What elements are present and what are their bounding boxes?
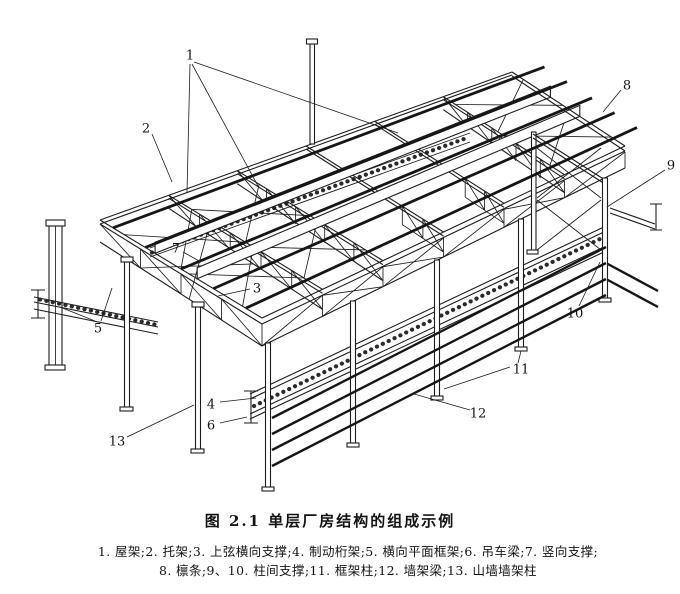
leader-line-10	[578, 261, 601, 307]
leader-line-11	[517, 350, 522, 364]
leader-line-12	[413, 393, 471, 411]
part-label-10: 10	[567, 307, 584, 322]
purlins	[112, 65, 638, 310]
crane-girder-back-end	[31, 289, 159, 335]
leader-line-3	[217, 288, 251, 297]
right-wall-bracing	[526, 131, 662, 309]
front-frame-columns	[261, 177, 612, 492]
back-corner-column	[44, 219, 66, 371]
leader-line-5	[59, 306, 96, 322]
wall-girts	[271, 245, 607, 468]
part-label-6: 6	[207, 419, 215, 434]
leader-line-11	[443, 366, 511, 390]
part-label-4: 4	[207, 398, 215, 413]
crane-girder-front	[244, 225, 607, 424]
part-label-5: 5	[94, 322, 102, 337]
vertical-bracing	[140, 233, 254, 300]
part-label-11: 11	[513, 363, 530, 378]
figure-legend-line-2: 8. 檩条;9、10. 柱间支撑;11. 框架柱;12. 墙架梁;13. 山墙墙…	[159, 563, 537, 578]
leader-line-5	[100, 287, 113, 322]
leader-line-4	[219, 397, 257, 403]
part-label-9: 9	[667, 159, 675, 174]
leader-line-1	[191, 63, 259, 187]
leader-line-9	[606, 169, 666, 208]
leader-line-7	[182, 251, 202, 263]
left-gable-band	[99, 219, 263, 347]
part-label-7: 7	[172, 242, 180, 257]
part-label-12: 12	[470, 407, 487, 422]
leader-line-1	[186, 63, 191, 194]
leader-line-8	[602, 89, 622, 113]
leader-line-6	[219, 416, 248, 424]
figure-title: 图 2.1 单层厂房结构的组成示例	[204, 512, 456, 530]
part-label-3: 3	[253, 282, 261, 297]
part-label-8: 8	[623, 79, 631, 94]
gable-wall-columns	[119, 256, 205, 454]
part-label-1: 1	[186, 49, 194, 64]
leader-line-2	[151, 133, 173, 183]
part-label-13: 13	[109, 435, 126, 450]
leader-line-1	[193, 61, 399, 134]
part-label-2: 2	[142, 122, 150, 137]
leader-line-13	[126, 404, 195, 438]
figure-legend-line-1: 1. 屋架;2. 托架;3. 上弦横向支撑;4. 制动桁架;5. 横向平面框架;…	[97, 544, 599, 559]
far-gable-column	[305, 38, 319, 145]
